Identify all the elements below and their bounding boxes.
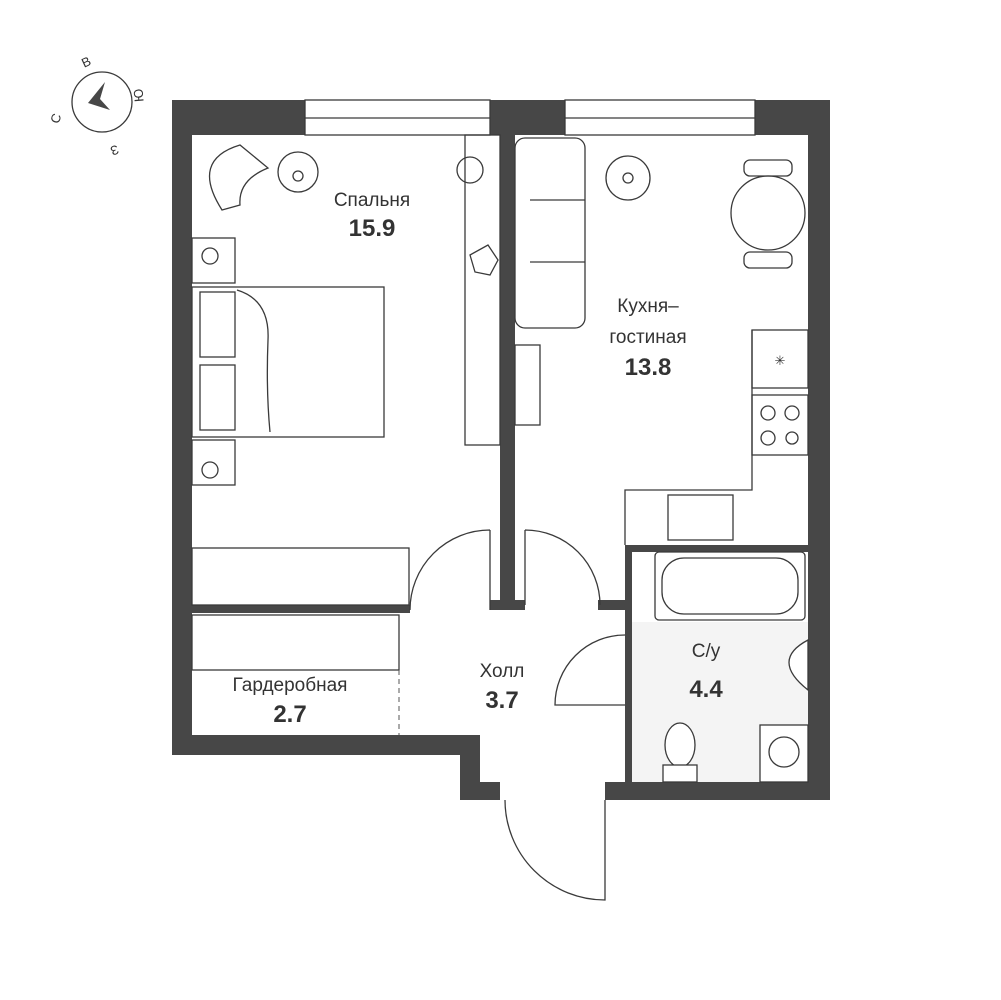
dining-table-icon bbox=[730, 175, 806, 251]
plant-stand-icon bbox=[456, 156, 484, 184]
room-name-bedroom: Спальня bbox=[334, 190, 410, 211]
bedroom-furniture bbox=[191, 134, 501, 735]
armchair-icon bbox=[208, 144, 270, 211]
door-entrance bbox=[504, 799, 606, 901]
room-labels: Спальня 15.9 Кухня– гостиная 13.8 Гардер… bbox=[233, 190, 724, 728]
side-table-icon bbox=[277, 151, 319, 193]
sink-icon bbox=[667, 494, 734, 541]
room-area-wardrobe: 2.7 bbox=[273, 701, 306, 728]
walls bbox=[172, 100, 830, 800]
stove-icon bbox=[751, 394, 809, 456]
sofa-icon bbox=[514, 137, 586, 329]
room-name-kitchen-line1: Кухня– bbox=[617, 296, 679, 317]
bathroom-furniture bbox=[632, 551, 809, 783]
door-bedroom bbox=[409, 529, 491, 611]
compass: С В Ю З bbox=[47, 53, 146, 158]
compass-east: В bbox=[79, 53, 93, 70]
bed-icon bbox=[191, 286, 385, 438]
compass-ring bbox=[71, 71, 133, 133]
compass-arrow-icon bbox=[88, 82, 110, 110]
nightstand-icon bbox=[191, 439, 236, 486]
doors bbox=[409, 529, 626, 901]
compass-north: С bbox=[47, 111, 64, 125]
toilet-icon bbox=[664, 722, 696, 768]
closet-rail-bedroom bbox=[191, 547, 410, 606]
room-name-wardrobe: Гардеробная bbox=[233, 675, 348, 696]
room-area-hall: 3.7 bbox=[485, 687, 518, 714]
kitchen-furniture: ✳ bbox=[514, 137, 809, 545]
nightstand-icon bbox=[191, 237, 236, 284]
room-area-bathroom: 4.4 bbox=[689, 676, 723, 703]
room-name-kitchen-line2: гостиная bbox=[609, 327, 686, 348]
windows bbox=[304, 99, 756, 136]
compass-west: З bbox=[108, 142, 121, 159]
washbasin-icon bbox=[788, 638, 809, 692]
snowflake-icon: ✳ bbox=[775, 353, 786, 368]
room-area-kitchen: 13.8 bbox=[625, 354, 672, 381]
closet-rail-wardrobe bbox=[191, 614, 400, 671]
room-name-hall: Холл bbox=[480, 661, 525, 682]
tv-stand-icon bbox=[514, 344, 541, 426]
washing-machine-icon bbox=[759, 724, 809, 783]
coffee-table-icon bbox=[605, 155, 651, 201]
door-kitchen bbox=[524, 529, 601, 606]
wardrobe-icon bbox=[464, 134, 501, 446]
room-name-bathroom: С/у bbox=[692, 641, 721, 662]
door-bathroom bbox=[554, 634, 626, 706]
compass-south: Ю bbox=[130, 88, 146, 102]
bathtub-icon bbox=[654, 551, 806, 621]
room-area-bedroom: 15.9 bbox=[349, 215, 396, 242]
plant-icon bbox=[469, 244, 499, 276]
